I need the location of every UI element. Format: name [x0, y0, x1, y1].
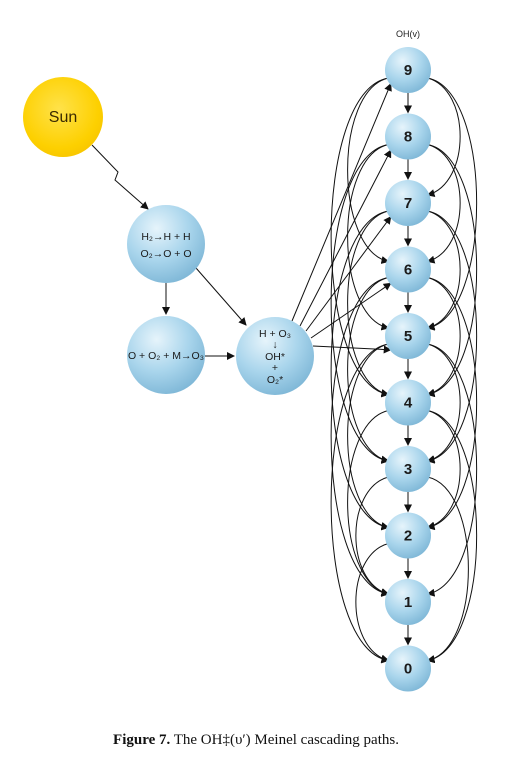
arrow-reaction-to-level-8 — [299, 149, 392, 327]
arrow-cascade-8-to-6 — [426, 144, 461, 264]
caption-text: The OH‡(υ′) Meinel cascading paths. — [173, 732, 399, 748]
arrow-reaction-to-level-7 — [305, 215, 392, 332]
arrow-sun-to-dissociation — [91, 144, 149, 210]
level-circle — [385, 645, 431, 692]
sun-label: Sun — [49, 109, 77, 126]
arrow-cascade-9-to-7 — [426, 77, 461, 197]
arrow-cascade-6-to-3 — [347, 277, 390, 464]
level-label: 7 — [404, 195, 412, 212]
level-node-5: 5 — [385, 313, 431, 359]
level-node-2: 2 — [385, 512, 431, 559]
level-label: 4 — [404, 395, 413, 412]
level-circle — [385, 512, 431, 559]
dissociation-eq-2: O₂→O + O — [140, 248, 191, 260]
level-node-8: 8 — [385, 113, 431, 160]
dissociation-node: H₂→H + H O₂→O + O — [127, 205, 205, 283]
arrow-cascade-8-to-3 — [330, 144, 390, 464]
level-label: 6 — [404, 262, 412, 279]
reaction-eq-5: O₂* — [267, 374, 283, 386]
arrow-cascade-6-to-4 — [426, 277, 461, 397]
level-label: 1 — [404, 594, 412, 611]
level-node-3: 3 — [385, 446, 431, 492]
reaction-eq-4: + — [272, 362, 278, 374]
level-label: 5 — [404, 328, 412, 345]
ozone-formation-eq: O + O₂ + M→O₃ — [128, 350, 204, 362]
arrow-cascade-5-to-2 — [347, 343, 390, 530]
arrow-cascade-6-to-2 — [426, 277, 478, 531]
ozone-formation-node: O + O₂ + M→O₃ — [127, 316, 205, 394]
arrow-cascade-7-to-2 — [330, 210, 390, 531]
level-label: 8 — [404, 129, 412, 146]
caption-label: Figure 7. — [113, 732, 171, 748]
arrow-cascade-5-to-1 — [426, 343, 478, 597]
sun-node: Sun — [23, 77, 103, 157]
level-label: 0 — [404, 661, 412, 678]
arrow-cascade-9-to-4 — [330, 77, 390, 398]
arrow-cascade-8-to-4 — [426, 144, 478, 398]
arrow-cascade-4-to-2 — [426, 410, 461, 530]
reaction-eq-3: OH* — [265, 351, 285, 363]
level-node-7: 7 — [385, 180, 431, 226]
arrow-cascade-8-to-5 — [347, 144, 390, 331]
level-label: 3 — [404, 461, 412, 478]
reaction-circle — [236, 317, 314, 395]
dissociation-circle — [127, 205, 205, 283]
figure-caption: Figure 7. The OH‡(υ′) Meinel cascading p… — [0, 732, 512, 749]
arrow-reaction-to-level-6 — [310, 282, 392, 339]
arrow-cascade-6-to-1 — [330, 277, 390, 597]
arrow-cascade-4-to-0 — [426, 410, 478, 664]
level-node-9: 9 — [385, 47, 431, 93]
level-circle — [385, 113, 431, 160]
reaction-node: H + O₃ ↓ OH* + O₂* — [236, 317, 314, 395]
level-circle — [385, 246, 431, 293]
arrow-dissociation-to-reaction — [195, 267, 247, 326]
level-header: OH(v) — [396, 29, 420, 39]
transition-arrows — [91, 77, 478, 664]
arrow-cascade-9-to-6 — [347, 77, 390, 264]
level-circle — [385, 180, 431, 226]
level-node-1: 1 — [385, 579, 431, 625]
arrow-cascade-9-to-5 — [426, 77, 478, 331]
level-circle — [385, 313, 431, 359]
arrow-cascade-5-to-3 — [426, 343, 461, 463]
arrow-cascade-4-to-1 — [347, 410, 390, 597]
arrow-reaction-to-level-9 — [291, 82, 392, 322]
level-circle — [385, 446, 431, 492]
arrow-cascade-3-to-1 — [355, 476, 390, 596]
dissociation-eq-1: H₂→H + H — [141, 231, 190, 243]
arrow-cascade-3-to-0 — [426, 476, 469, 663]
level-node-6: 6 — [385, 246, 431, 293]
vibrational-levels: 9 8 7 6 5 4 3 2 1 0 — [385, 47, 431, 692]
level-node-0: 0 — [385, 645, 431, 692]
ozone-formation-circle — [127, 316, 205, 394]
level-circle — [385, 579, 431, 625]
arrow-cascade-2-to-0 — [355, 543, 390, 663]
arrow-cascade-7-to-3 — [426, 210, 478, 464]
arrow-cascade-7-to-5 — [426, 210, 461, 330]
reaction-eq-1: H + O₃ — [259, 328, 291, 340]
sun-circle — [23, 77, 103, 157]
arrow-cascade-7-to-4 — [347, 210, 390, 397]
level-circle — [385, 47, 431, 93]
arrow-reaction-to-level-5 — [312, 345, 392, 354]
level-label: 2 — [404, 528, 412, 545]
level-circle — [385, 379, 431, 426]
level-label: 9 — [404, 62, 412, 79]
arrow-cascade-5-to-0 — [330, 343, 390, 664]
reaction-eq-2: ↓ — [272, 339, 277, 351]
level-node-4: 4 — [385, 379, 431, 426]
